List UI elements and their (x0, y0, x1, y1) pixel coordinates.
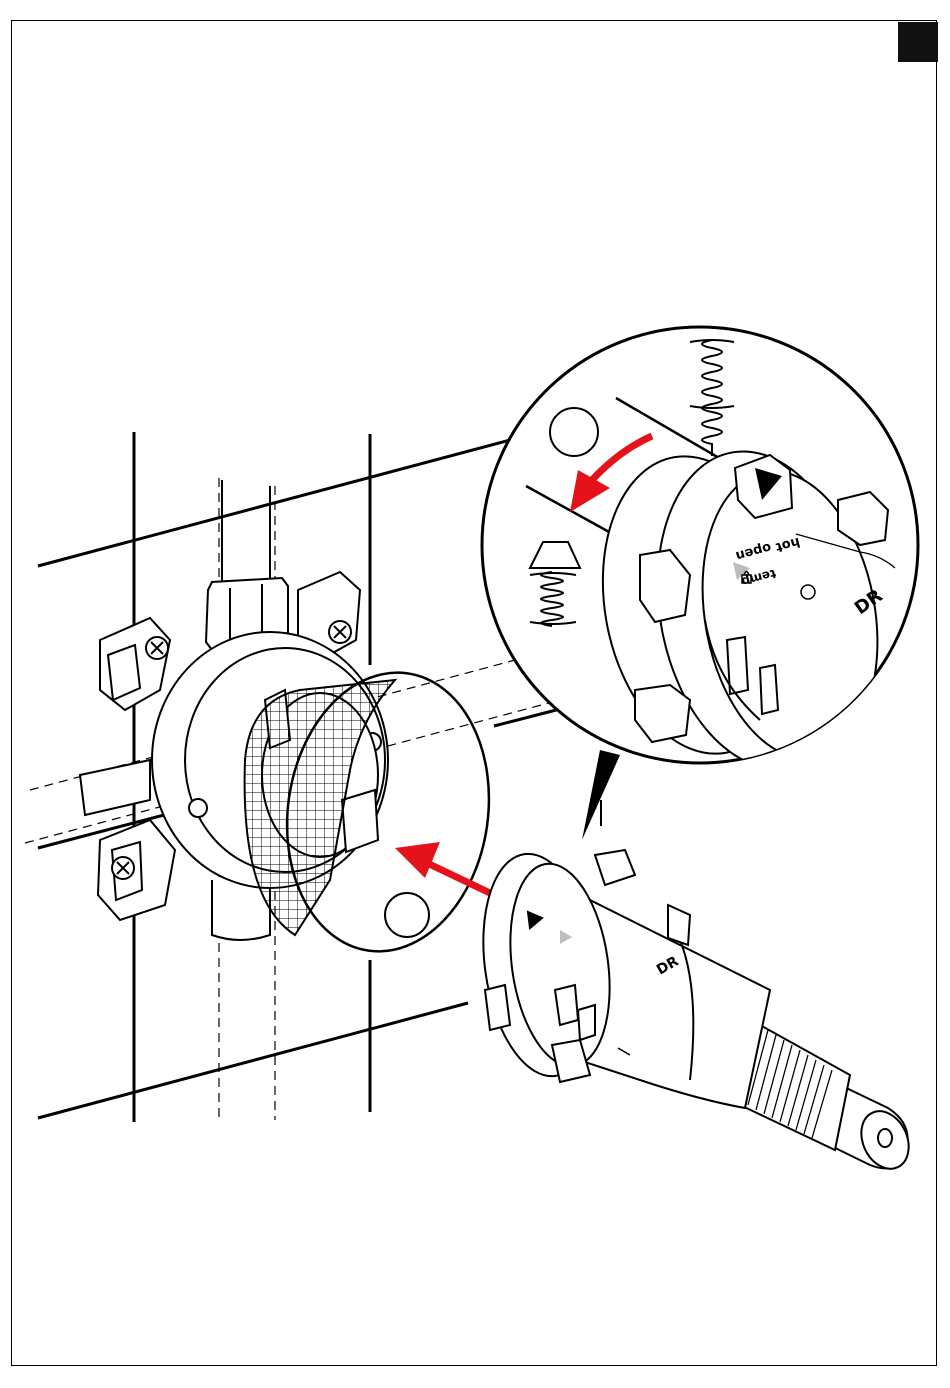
marker-ball-lower (385, 893, 429, 937)
callout-pointer (582, 750, 620, 840)
thermostatic-cartridge (470, 846, 918, 1176)
marker-ball-upper (550, 408, 598, 456)
